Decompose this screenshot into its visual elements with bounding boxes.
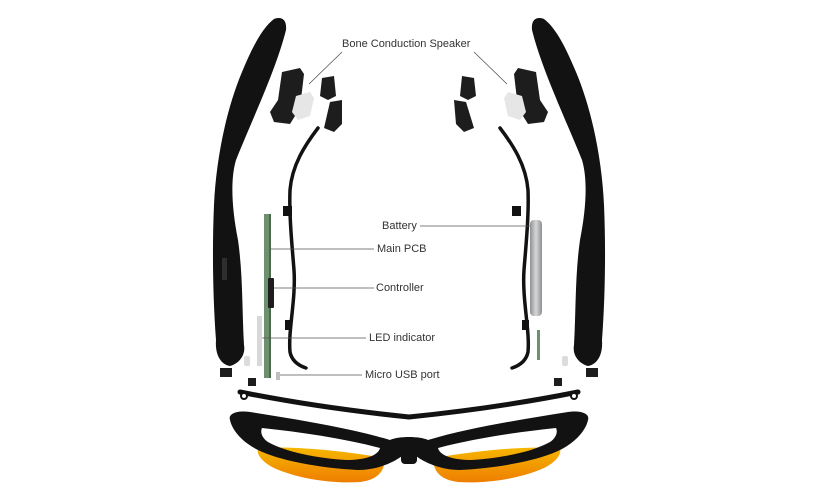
left-speaker-cap <box>324 100 342 132</box>
right-hinge-screw <box>562 356 568 366</box>
front-bar-hole-right <box>570 392 578 400</box>
left-arm-slot <box>222 258 227 280</box>
nose-bridge <box>401 440 417 464</box>
right-frame-tab-top <box>512 206 521 216</box>
right-temple-arm <box>531 18 606 367</box>
leader-line-speaker <box>308 51 343 85</box>
battery-cell <box>530 220 542 316</box>
front-top-bar <box>237 389 581 420</box>
right-small-board <box>537 330 540 360</box>
right-hinge-pin <box>554 378 562 386</box>
left-hinge-pin <box>248 378 256 386</box>
right-frame-tab-bottom <box>522 320 529 330</box>
controller-button <box>268 278 274 308</box>
right-inner-frame <box>498 126 531 370</box>
left-inner-frame <box>287 126 320 370</box>
right-speaker-cap <box>454 100 474 132</box>
left-temple-arm <box>212 18 287 367</box>
right-speaker-clip <box>460 76 476 100</box>
left-frame-tab-top <box>283 206 292 216</box>
leader-line-speaker-right <box>473 51 508 85</box>
label-bone-conduction-speaker: Bone Conduction Speaker <box>342 38 471 50</box>
label-battery: Battery <box>382 220 417 232</box>
left-frame-tab-bottom <box>285 320 292 330</box>
front-bar-hole-left <box>240 392 248 400</box>
left-hinge-screw <box>244 356 250 366</box>
label-controller: Controller <box>376 282 424 294</box>
right-hinge-block <box>586 368 598 377</box>
left-hinge-block <box>220 368 232 377</box>
main-pcb-board <box>264 214 270 378</box>
right-speaker-core <box>504 92 526 120</box>
micro-usb-part <box>276 372 280 380</box>
label-micro-usb-port: Micro USB port <box>365 369 440 381</box>
led-indicator-part <box>257 316 262 366</box>
left-speaker-clip <box>320 76 336 100</box>
label-led-indicator: LED indicator <box>369 332 436 344</box>
left-speaker-core <box>292 92 314 120</box>
label-main-pcb: Main PCB <box>377 243 427 255</box>
